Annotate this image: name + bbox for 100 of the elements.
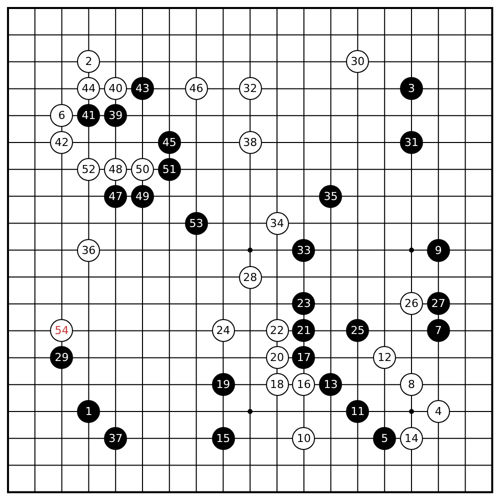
go-stone [212,426,235,450]
move-number: 32 [243,82,258,96]
go-stone [77,158,100,181]
move-number: 25 [350,324,365,338]
go-stone [426,319,450,342]
go-stone [266,373,288,396]
move-number: 54 [54,324,69,338]
move-number: 29 [54,351,69,364]
go-stone [104,77,128,100]
go-stone [158,158,181,181]
move-number: 22 [270,324,284,338]
move-number: 34 [270,216,284,230]
go-stone [104,158,128,181]
move-number: 38 [243,136,258,149]
move-number: 40 [108,82,123,96]
go-stone [50,131,74,154]
go-stone [400,131,423,154]
move-number: 39 [108,109,123,122]
go-stone [426,238,450,262]
go-stone [131,77,154,100]
go-stone [319,184,342,208]
go-stone [184,212,208,235]
move-number: 43 [136,82,150,96]
go-stone [77,77,100,100]
move-number: 47 [108,190,123,203]
go-stone [400,373,423,396]
move-number: 5 [381,432,388,445]
move-number: 24 [216,324,230,338]
go-stone [131,184,154,208]
move-number: 8 [408,378,415,392]
go-stone [426,400,450,423]
move-number: 51 [162,162,176,176]
go-stone [158,131,181,154]
go-stone [50,346,74,370]
move-number: 4 [434,405,442,418]
move-number: 3 [408,82,415,96]
move-number: 15 [216,432,230,445]
go-stone [346,400,370,423]
go-stone [77,238,100,262]
move-number: 35 [324,190,338,203]
move-number: 14 [404,432,418,445]
go-stone [373,426,396,450]
move-number: 11 [350,405,365,418]
move-number: 42 [54,136,69,149]
move-number: 19 [216,378,230,392]
move-number: 37 [108,432,123,445]
move-number: 23 [296,297,311,310]
go-stone [104,426,128,450]
move-number: 41 [82,109,96,122]
go-stone [238,131,262,154]
move-number: 7 [434,324,442,338]
go-stone [77,400,100,423]
go-stone [346,319,370,342]
go-stone [400,426,423,450]
go-stone [292,426,316,450]
go-stone [50,319,74,342]
move-number: 26 [404,297,418,310]
move-number: 36 [82,244,96,257]
move-number: 45 [162,136,176,149]
move-number: 44 [82,82,96,96]
go-stone [292,292,316,316]
move-number: 9 [434,244,442,257]
go-stone [266,212,288,235]
go-stone [50,104,74,128]
go-stone [400,77,423,100]
go-stone [400,292,423,316]
move-number: 10 [296,432,311,445]
move-number: 13 [324,378,338,392]
go-stone [238,77,262,100]
move-number: 21 [296,324,311,338]
move-number: 2 [85,55,92,68]
move-number: 1 [85,405,92,418]
move-number: 27 [431,297,446,310]
go-stone [104,104,128,128]
go-stone [373,346,396,370]
move-number: 20 [270,351,284,364]
move-number: 28 [243,270,258,284]
move-number: 52 [82,162,96,176]
move-number: 33 [296,244,311,257]
move-number: 53 [189,216,204,230]
move-number: 18 [270,378,284,392]
move-number: 12 [378,351,392,364]
go-stone [319,373,342,396]
move-number: 48 [108,162,123,176]
go-stone [292,346,316,370]
go-stone [292,319,316,342]
go-stone [212,319,235,342]
move-number: 16 [296,378,311,392]
move-number: 30 [350,55,365,68]
move-number: 17 [296,351,311,364]
go-stone [266,319,288,342]
move-number: 31 [404,136,418,149]
move-number: 49 [136,190,150,203]
go-stone [131,158,154,181]
go-stone [292,238,316,262]
move-number: 46 [189,82,204,96]
go-stone [266,346,288,370]
go-stone [346,50,370,74]
go-stone [426,292,450,316]
go-stone [292,373,316,396]
